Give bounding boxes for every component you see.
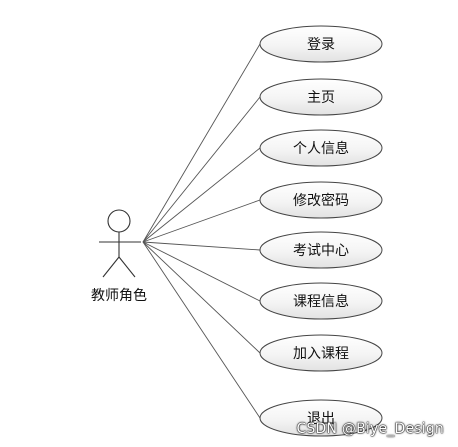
association-line [142,96,261,243]
use-case-ellipse [259,334,383,372]
use-case-ellipse [259,231,383,269]
use-case: 课程信息 [259,282,383,320]
actor-right-leg [118,256,136,278]
actor-label: 教师角色 [91,287,147,304]
association-line [142,241,261,302]
use-case-ellipse [259,78,383,116]
association-line [142,241,261,251]
use-case-label: 加入课程 [293,346,349,362]
teacher-actor: 教师角色 [91,209,147,304]
use-case-label: 课程信息 [293,293,349,310]
use-case-label: 考试中心 [293,243,349,259]
actor-left-leg [102,256,120,278]
use-case: 修改密码 [259,181,383,219]
use-case: 登录 [259,25,383,63]
use-case-label: 登录 [307,37,335,53]
association-line [142,241,261,419]
use-case-label: 主页 [307,90,335,106]
watermark: CSDN @Biye_Design [296,421,444,437]
use-case-ellipse [259,399,383,437]
use-case: 个人信息 [259,129,383,167]
association-line [142,43,261,243]
association-line [142,199,261,243]
use-case: 退出 [259,399,383,437]
use-case-label: 个人信息 [293,140,349,157]
association-line [142,241,261,354]
use-case-label: 修改密码 [293,192,349,209]
use-case-ellipse [259,181,383,219]
use-case: 考试中心 [259,231,383,269]
use-case-ellipse [259,282,383,320]
actor-head [107,209,131,233]
use-case-label: 退出 [307,411,335,427]
use-case: 加入课程 [259,334,383,372]
use-case-ellipse [259,129,383,167]
association-line [142,147,261,243]
use-case-ellipse [259,25,383,63]
association-lines [142,43,261,419]
use-case: 主页 [259,78,383,116]
